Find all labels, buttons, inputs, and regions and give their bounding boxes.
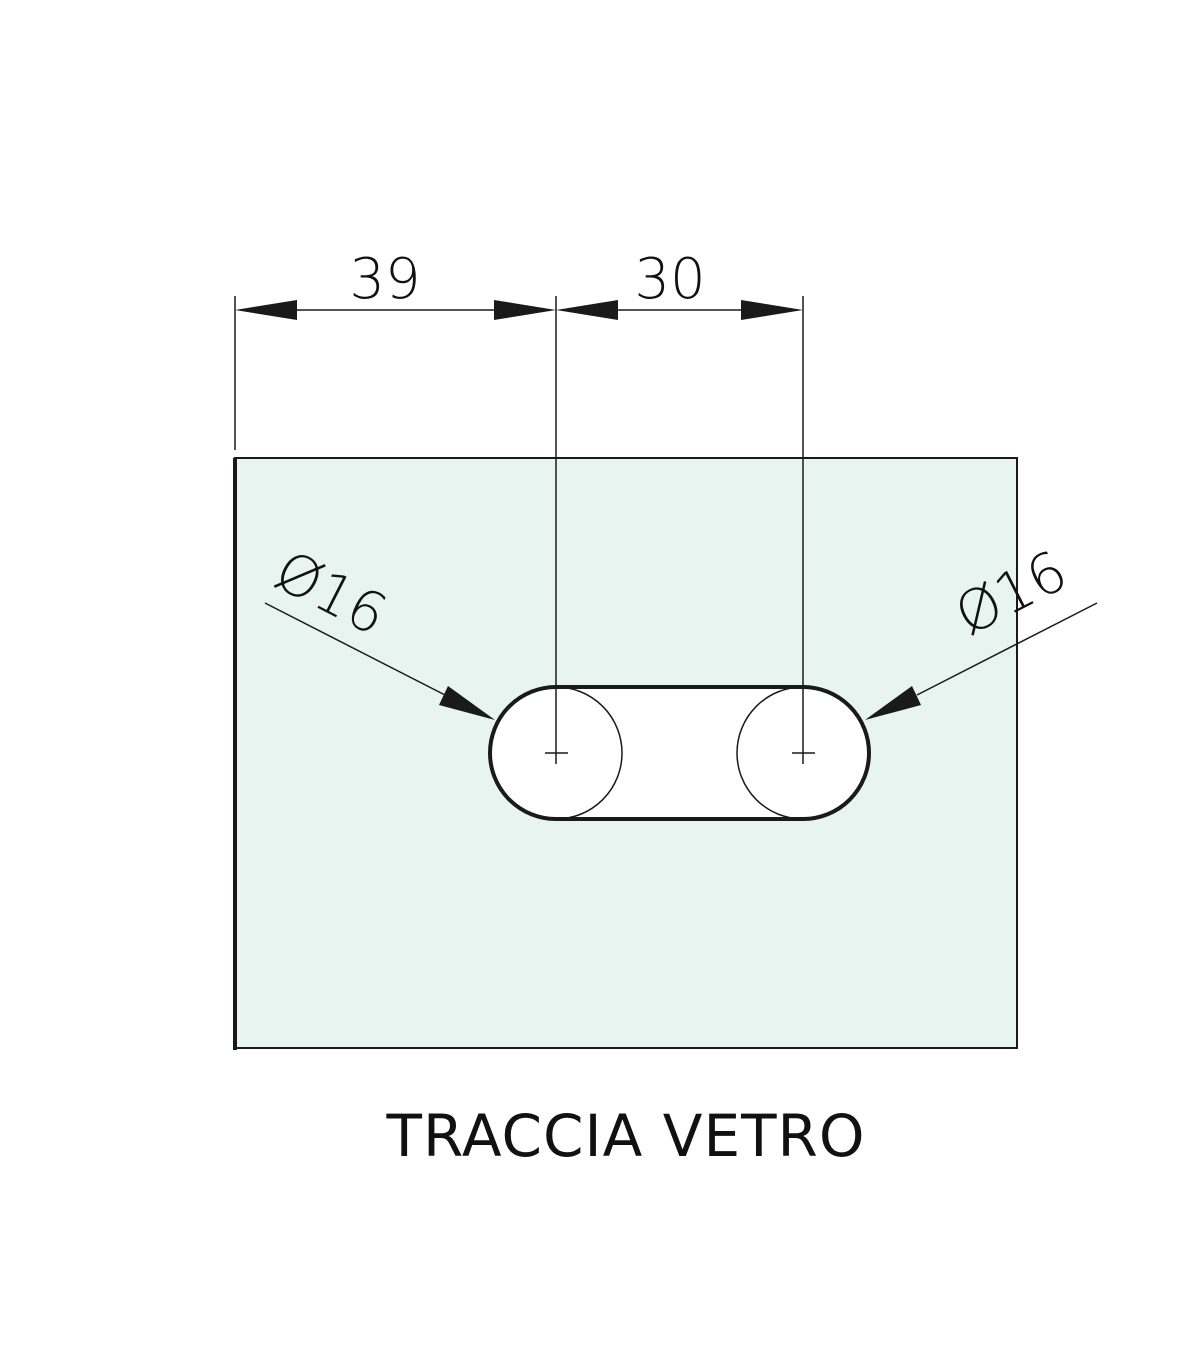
arrowhead-left-offset-start (235, 300, 297, 320)
left-diameter-arrowhead (439, 686, 495, 720)
arrowhead-hole-spacing-start (556, 300, 618, 320)
drawing-caption: TRACCIA VETRO (386, 1102, 866, 1170)
arrowhead-hole-spacing-end (741, 300, 803, 320)
left-offset-label: 39 (349, 247, 420, 312)
right-diameter-arrowhead (865, 686, 921, 720)
left-diameter-leader (264, 602, 446, 696)
hole-spacing-label: 30 (634, 247, 705, 312)
right-diameter-leader (916, 602, 1098, 696)
arrowhead-left-offset-end (494, 300, 556, 320)
